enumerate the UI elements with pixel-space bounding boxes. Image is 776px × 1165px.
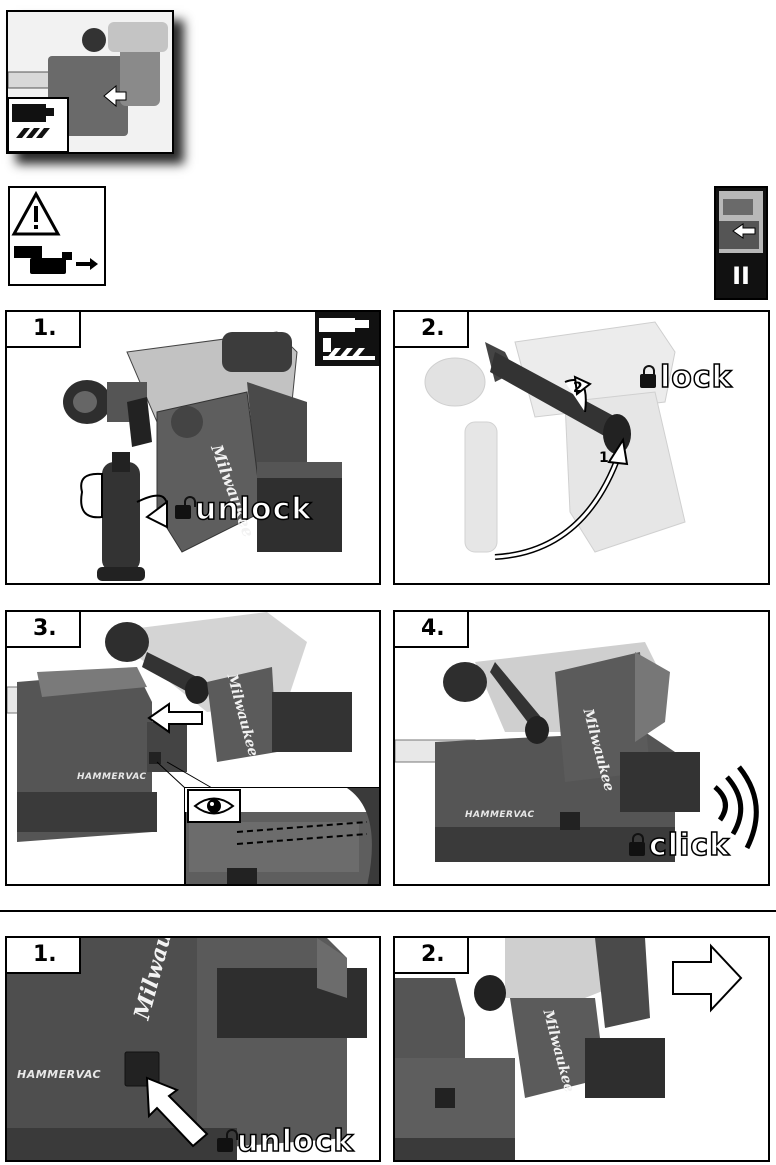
lock-label: lock	[659, 359, 733, 396]
remove-step-1-panel: 1. Milwaukee HAMMERVAC unlock	[5, 936, 381, 1162]
step-number: 1.	[7, 938, 81, 974]
attach-step-3-panel: 3. HAMMERVAC Milwaukee	[5, 610, 381, 886]
padlock-icon	[629, 833, 645, 856]
step-number: 1.	[7, 312, 81, 348]
warning-illustration	[11, 190, 98, 274]
unlock-label: unlock	[236, 1123, 355, 1160]
section-numeral: II	[732, 262, 750, 290]
remove-step-2-panel: 2. Milwaukee	[393, 936, 770, 1162]
step-number: 4.	[395, 612, 469, 648]
attach-step-4-panel: 4. Milwaukee HAMMERVAC click	[393, 610, 770, 886]
click-label: click	[648, 827, 731, 864]
product-label: HAMMERVAC	[77, 772, 147, 782]
padlock-icon	[217, 1129, 238, 1152]
step-number: 2.	[395, 938, 469, 974]
tool-insert-icon	[14, 246, 72, 274]
product-label: HAMMERVAC	[465, 810, 535, 820]
product-label: HAMMERVAC	[17, 1068, 102, 1081]
tool-insert-icon	[315, 312, 379, 366]
attach-step-1-panel: 1. Milwaukee unlock	[5, 310, 381, 585]
step-number: 3.	[7, 612, 81, 648]
section-thumbnail	[719, 191, 763, 253]
arrow-step-label: 1	[599, 450, 609, 466]
overview-thumbnail	[6, 10, 174, 154]
unlock-label: unlock	[194, 491, 313, 528]
dust-extractor-illustration	[7, 612, 379, 884]
arrow-right-icon	[76, 258, 98, 270]
warning-box	[8, 186, 106, 286]
eye-icon	[187, 789, 241, 823]
arrow-step-label: 2	[573, 380, 583, 396]
handle-install-illustration: 2 1	[424, 321, 686, 560]
release-button-illustration	[7, 938, 379, 1160]
section-tag: II	[714, 186, 768, 300]
section-divider	[0, 910, 776, 912]
detach-illustration	[395, 938, 743, 1160]
attach-step-2-panel: 2. 2 1 lock	[393, 310, 770, 585]
padlock-icon	[640, 365, 656, 388]
padlock-icon	[175, 496, 196, 519]
overview-illustration	[8, 12, 172, 152]
assembled-illustration	[395, 642, 759, 862]
step-number: 2.	[395, 312, 469, 348]
